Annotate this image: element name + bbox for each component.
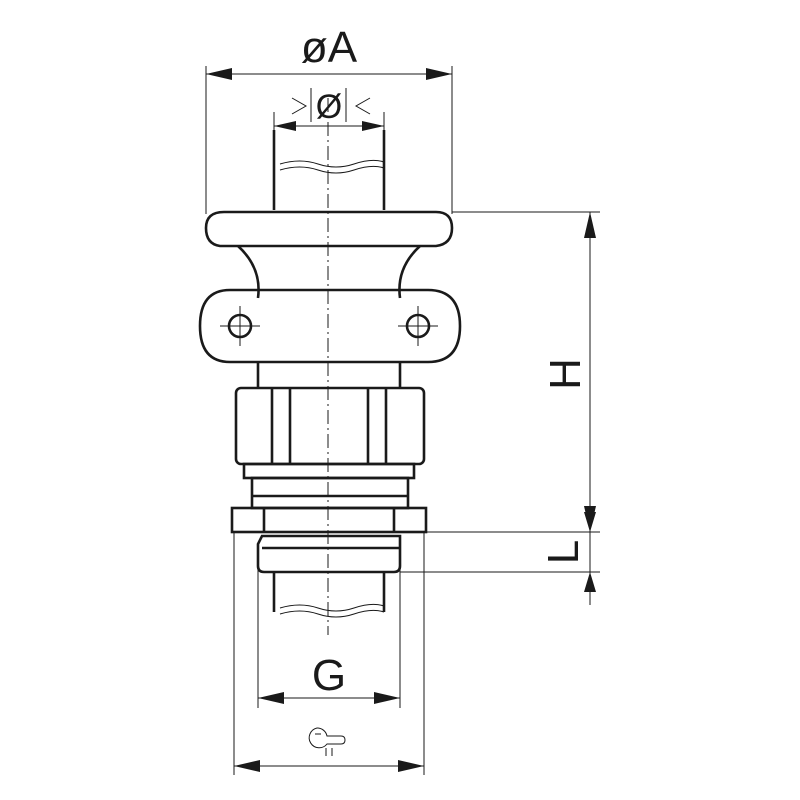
dimension-thread: G [257,544,401,708]
dimension-height: H [426,211,600,533]
outer-diameter-label: øA [301,23,358,72]
cable-top [272,130,386,210]
clamp-bracket [198,288,462,364]
dome-cap [204,210,454,299]
dimension-cable-diameter: Ø [273,88,385,140]
thread-label: G [312,651,346,700]
washer [230,506,428,534]
dimension-thread-length: L [400,512,600,605]
height-label: H [541,358,590,390]
thread-section [256,534,402,618]
dimension-wrench-size [233,532,425,775]
body-rings [242,462,416,510]
dimension-outer-diameter: øA [205,23,453,214]
hex-nut [234,386,426,466]
wrench-icon [308,727,346,756]
neck [256,362,402,388]
thread-length-label: L [539,540,588,564]
cable-diameter-label: Ø [316,88,342,126]
